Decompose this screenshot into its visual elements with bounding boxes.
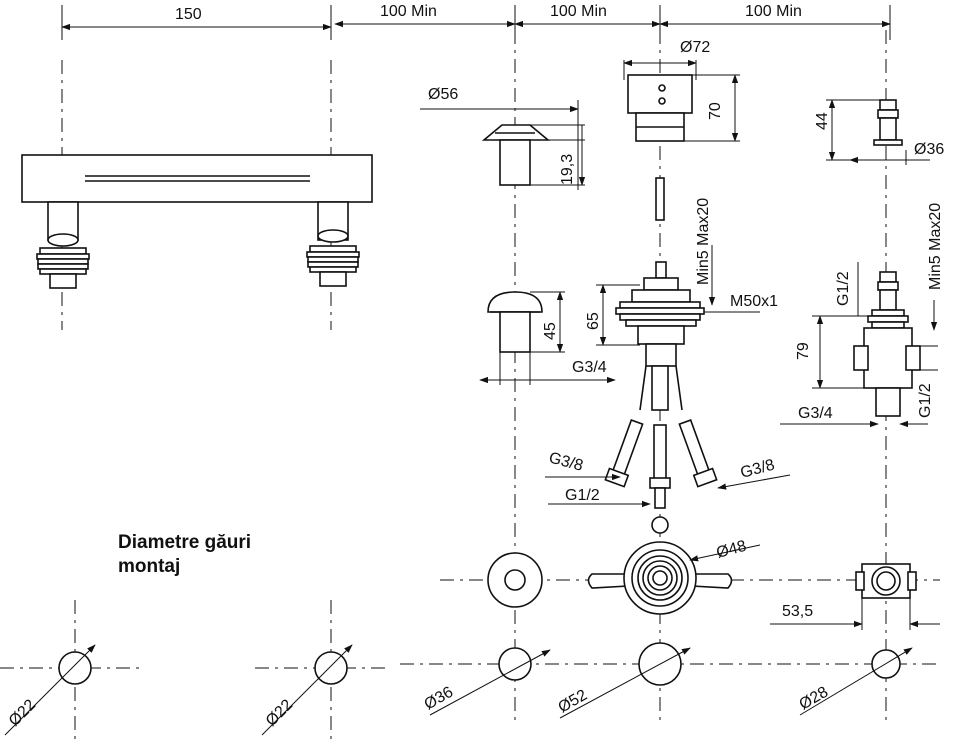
handle-lever (479, 291, 616, 385)
top-dimensions (61, 5, 891, 40)
dim-d56: Ø56 (428, 86, 458, 103)
dim-100-min-b: 100 Min (550, 3, 607, 20)
mounting-holes-note: Diametre găuri montaj (118, 531, 318, 579)
note-line-1: Diametre găuri (118, 532, 252, 553)
handle-plan-view (487, 552, 543, 608)
dim-g12-c: G1/2 (565, 487, 600, 504)
handle-cap (420, 100, 586, 190)
valve-plan-view (587, 516, 761, 615)
dim-65: 65 (585, 312, 602, 330)
dim-d48: Ø48 (715, 538, 749, 562)
hole-22-b (314, 651, 348, 685)
spout-body (21, 154, 373, 203)
hole-36 (498, 647, 532, 681)
hole-22-a (58, 651, 92, 685)
dim-53-5: 53,5 (782, 603, 813, 620)
dim-m50x1: M50x1 (730, 293, 778, 310)
mounting-holes (4, 642, 913, 736)
right-knob (826, 99, 930, 165)
dim-45: 45 (542, 322, 559, 340)
dim-70: 70 (707, 102, 724, 120)
dim-min5max20-a: Min5 Max20 (695, 198, 712, 285)
dim-79: 79 (795, 342, 812, 360)
dim-g34-a: G3/4 (572, 359, 607, 376)
dim-19-3: 19,3 (559, 154, 576, 185)
hoses (545, 419, 791, 509)
dim-d52: Ø52 (556, 687, 591, 717)
center-lines (0, 30, 940, 740)
dim-g12-b: G1/2 (917, 383, 934, 418)
dim-min5max20-b: Min5 Max20 (927, 203, 944, 290)
dim-d36-bottom: Ø36 (422, 684, 457, 714)
dim-100-min-c: 100 Min (745, 3, 802, 20)
dim-g34-b: G3/4 (798, 405, 833, 422)
spout-leg-left (36, 201, 90, 289)
diverter-cap (623, 59, 740, 221)
dim-d22-b: Ø22 (263, 696, 296, 729)
note-line-2: montaj (118, 556, 181, 577)
spout-leg-right (306, 201, 360, 287)
dim-d36-top: Ø36 (914, 141, 944, 158)
dim-g12-a: G1/2 (835, 271, 852, 306)
dim-150: 150 (175, 6, 202, 23)
diverter-valve (596, 245, 760, 411)
dim-100-min-a: 100 Min (380, 3, 437, 20)
dim-d28: Ø28 (797, 684, 832, 714)
dim-g38-a: G3/8 (547, 449, 585, 474)
dim-d72: Ø72 (680, 39, 710, 56)
dim-44: 44 (814, 112, 831, 130)
right-plan-view (770, 563, 940, 630)
dim-d22-a: Ø22 (6, 696, 39, 729)
right-fitting (780, 262, 938, 428)
